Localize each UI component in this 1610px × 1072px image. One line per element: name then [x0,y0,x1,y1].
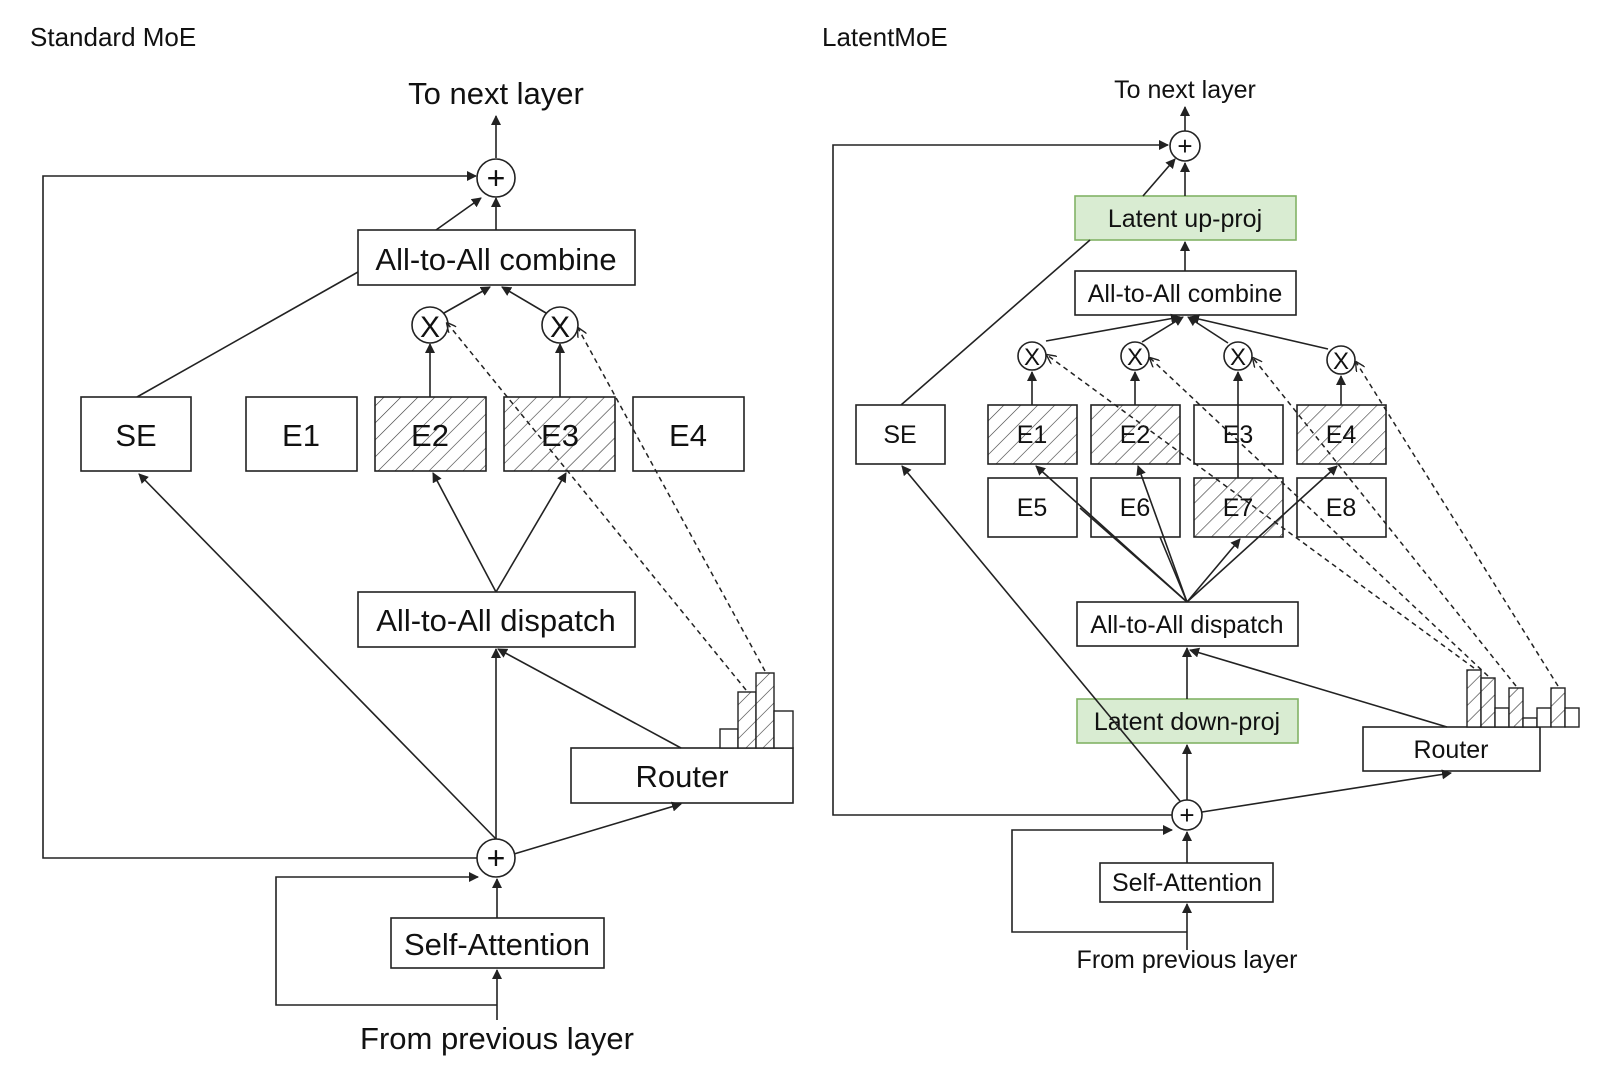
svg-text:Router: Router [635,759,728,794]
svg-text:All-to-All dispatch: All-to-All dispatch [376,603,615,638]
svg-text:E7: E7 [1223,494,1254,522]
svg-text:+: + [1179,800,1194,830]
latent-expert-e2: E2 [1090,404,1181,465]
standard-expert-e2: E2 [374,396,487,472]
standard-dispatch-box: All-to-All dispatch [357,591,636,648]
latent-router-box: Router [1362,726,1541,772]
svg-text:All-to-All combine: All-to-All combine [1088,280,1283,308]
standard-router-box: Router [570,747,794,804]
svg-text:Self-Attention: Self-Attention [404,927,590,962]
latent-from-prev-label: From previous layer [1077,946,1298,974]
standard-router-histogram [719,672,794,749]
latent-title: LatentMoE [822,22,948,52]
standard-expert-e1: E1 [245,396,358,472]
svg-text:X: X [550,311,570,344]
svg-text:X: X [1024,344,1040,371]
standard-expert-e3: E3 [503,396,616,472]
svg-text:Latent up-proj: Latent up-proj [1108,205,1262,233]
svg-text:All-to-All dispatch: All-to-All dispatch [1090,611,1283,639]
latent-expert-e5: E5 [987,477,1078,538]
latent-combine-box: All-to-All combine [1074,270,1297,316]
latent-expert-e4: E4 [1296,404,1387,465]
svg-text:E8: E8 [1326,494,1357,522]
svg-text:+: + [487,840,506,876]
latent-multiply-node-2: X [1120,341,1150,371]
svg-text:E1: E1 [1017,421,1048,449]
latent-router-histogram [1466,669,1580,728]
svg-text:E2: E2 [411,418,449,453]
latent-multiply-node-3: X [1223,341,1253,371]
latent-up-proj-box: Latent up-proj [1074,195,1297,241]
svg-text:E4: E4 [669,418,707,453]
standard-self-attention-box: Self-Attention [390,917,605,969]
svg-text:X: X [1333,348,1349,375]
svg-text:SE: SE [883,421,916,449]
standard-to-next-label: To next layer [408,76,584,111]
svg-text:E3: E3 [541,418,579,453]
svg-text:Router: Router [1413,736,1488,764]
svg-text:E5: E5 [1017,494,1048,522]
latent-top-add-node: + [1169,130,1201,162]
standard-moe-panel: Standard MoE To next layer + All-to-All … [30,22,794,1056]
standard-title: Standard MoE [30,22,196,52]
latent-se-box: SE [855,404,946,465]
latent-dispatch-box: All-to-All dispatch [1076,601,1299,647]
latent-moe-panel: LatentMoE To next layer + Latent up-proj… [822,22,1580,974]
latent-bottom-add-node: + [1171,799,1203,831]
latent-to-next-label: To next layer [1114,76,1256,104]
svg-text:X: X [1127,344,1143,371]
latent-self-attention-box: Self-Attention [1099,862,1274,903]
latent-expert-e7: E7 [1193,477,1284,538]
svg-text:X: X [420,311,440,344]
standard-from-prev-label: From previous layer [360,1021,634,1056]
svg-text:E6: E6 [1120,494,1151,522]
svg-text:+: + [487,160,506,196]
svg-text:E4: E4 [1326,421,1357,449]
svg-text:Latent down-proj: Latent down-proj [1094,708,1280,736]
latent-expert-e6: E6 [1090,477,1181,538]
svg-text:All-to-All combine: All-to-All combine [375,242,616,277]
latent-expert-e1: E1 [987,404,1078,465]
latent-multiply-node-1: X [1017,341,1047,371]
svg-text:E1: E1 [282,418,320,453]
standard-multiply-node-2: X [541,306,579,344]
standard-expert-e4: E4 [632,396,745,472]
standard-se-box: SE [80,396,192,472]
standard-multiply-node-1: X [411,306,449,344]
svg-text:X: X [1230,344,1246,371]
latent-multiply-node-4: X [1326,345,1356,375]
standard-combine-box: All-to-All combine [357,229,636,286]
svg-text:E2: E2 [1120,421,1151,449]
standard-bottom-add-node: + [476,838,516,878]
svg-text:+: + [1177,131,1192,161]
svg-text:SE: SE [115,418,156,453]
svg-text:Self-Attention: Self-Attention [1112,869,1262,897]
standard-top-add-node: + [476,158,516,198]
latent-down-proj-box: Latent down-proj [1076,698,1299,744]
